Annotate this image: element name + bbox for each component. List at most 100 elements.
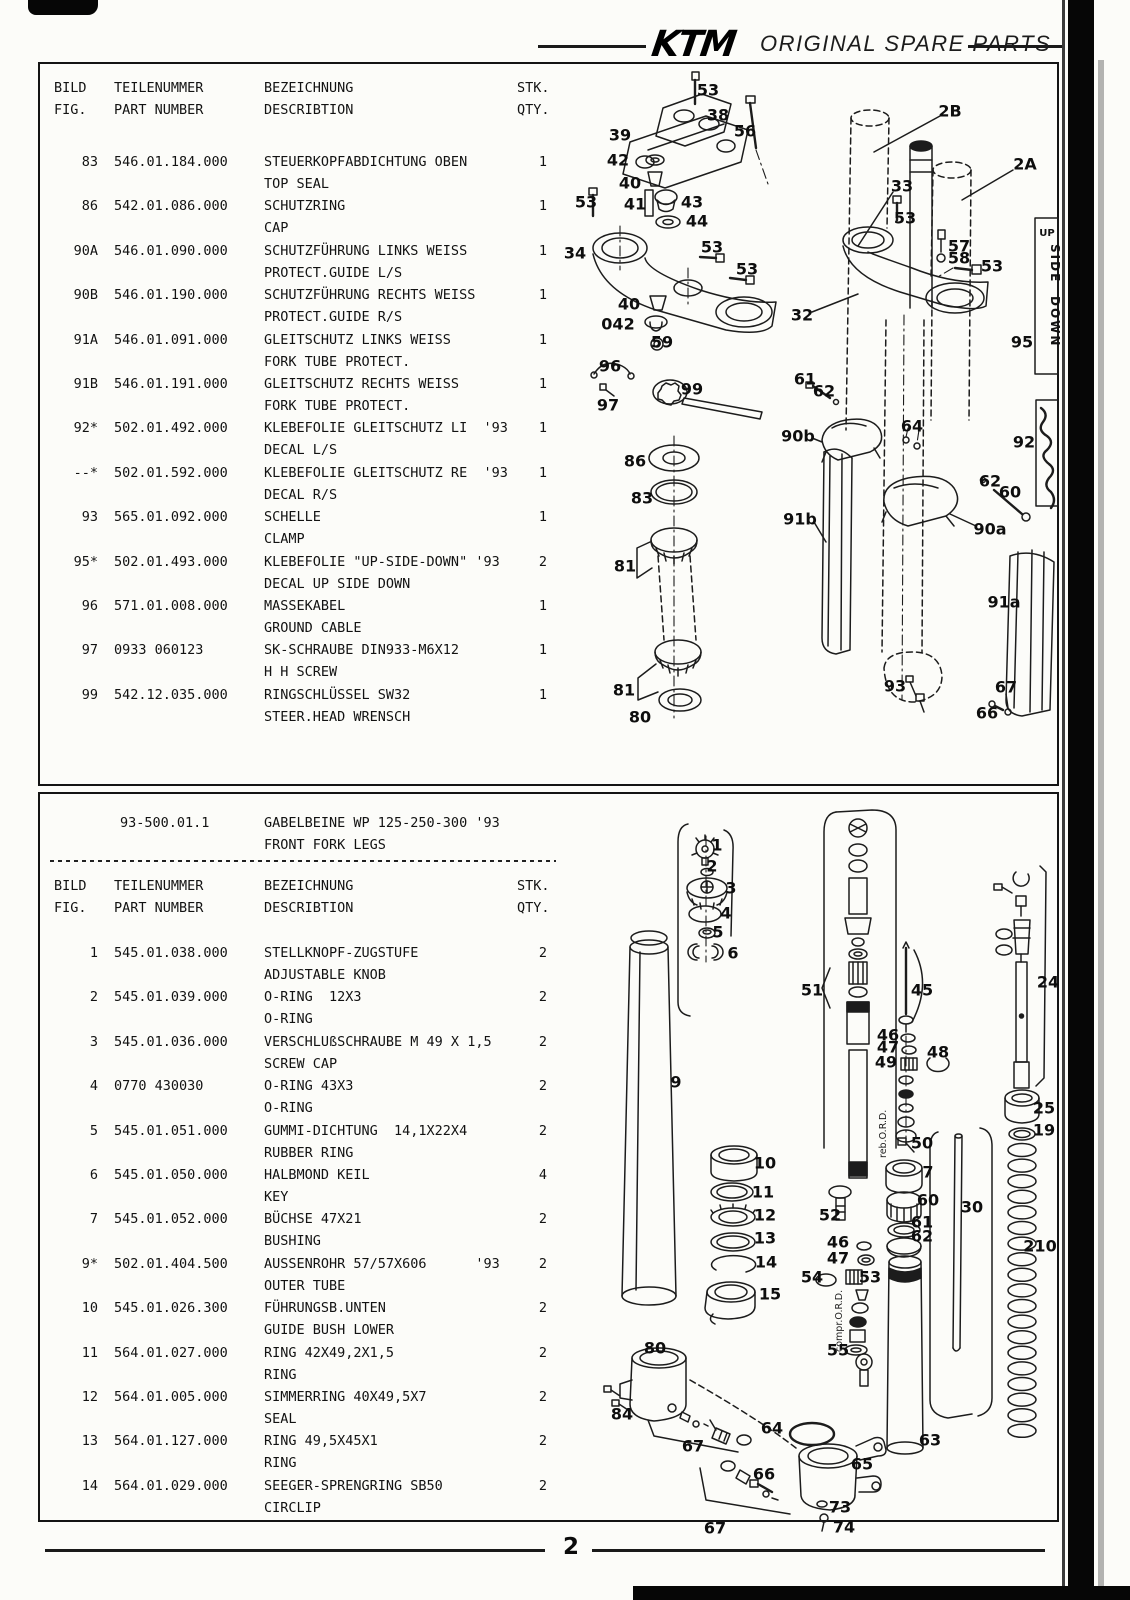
cell-fig: 86	[81, 198, 98, 215]
cell-part: 545.01.036.000	[114, 1033, 228, 1050]
cell-en: DECAL UP SIDE DOWN	[264, 575, 411, 592]
cell-fig: 96	[81, 598, 98, 614]
cell-de: SK-SCHRAUBE DIN933-M6X12	[264, 642, 460, 659]
cell-part: 545.01.039.000	[114, 989, 228, 1006]
cell-qty: 1	[538, 509, 547, 526]
footer-rule-right	[592, 1549, 1045, 1552]
col-fig-de: BILD	[54, 878, 87, 894]
col-part-de: TEILENUMMER	[114, 80, 204, 96]
cell-qty: 1	[538, 464, 547, 481]
cell-part: 564.01.005.000	[114, 1389, 228, 1405]
cell-en: O-RING	[264, 1011, 313, 1028]
cell-fig: 9*	[81, 1255, 98, 1272]
cell-part: 564.01.027.000	[114, 1344, 228, 1361]
cell-fig: 90B	[73, 287, 98, 304]
cell-de: SCHELLE	[264, 509, 321, 526]
cell-en: FORK TUBE PROTECT.	[264, 398, 411, 414]
cell-de: AUSSENROHR 57/57X606 '93	[264, 1255, 500, 1272]
cell-part: 546.01.191.000	[114, 376, 228, 392]
cell-de: KLEBEFOLIE GLEITSCHUTZ LI '93	[264, 420, 508, 437]
cell-de: MASSEKABEL	[264, 598, 346, 614]
col-qty-en: QTY.	[517, 900, 550, 916]
cell-en: GUIDE BUSH LOWER	[264, 1322, 395, 1339]
cell-fig: 1	[89, 945, 98, 961]
cell-qty: 1	[538, 642, 547, 659]
cell-de: O-RING 12X3	[264, 989, 362, 1006]
scan-binding-shadow	[1098, 60, 1104, 1600]
cell-en: ADJUSTABLE KNOB	[264, 967, 386, 983]
assembly-name-de: GABELBEINE WP 125-250-300 '93	[264, 815, 500, 831]
cell-qty: 1	[538, 420, 547, 437]
cell-de: SCHUTZFÜHRUNG RECHTS WEISS	[264, 287, 476, 304]
cell-part: 545.01.026.300	[114, 1300, 228, 1317]
upper-parts-panel: BILD FIG. TEILENUMMER PART NUMBER BEZEIC…	[38, 62, 1059, 786]
page-title: ORIGINAL SPARE PARTS	[760, 31, 1052, 56]
col-qty-de: STK.	[517, 80, 550, 96]
cell-de: STEUERKOPFABDICHTUNG OBEN	[264, 154, 468, 170]
cell-qty: 2	[538, 1255, 547, 1272]
assembly-number: 93-500.01.1	[120, 815, 210, 831]
cell-fig: 10	[81, 1300, 98, 1317]
cell-part: 542.12.035.000	[114, 686, 228, 703]
col-desc-en: DESCRIBTION	[264, 102, 354, 118]
cell-fig: 3	[89, 1033, 98, 1050]
cell-fig: 4	[89, 1078, 98, 1095]
cell-en: SCREW CAP	[264, 1055, 338, 1072]
cell-part: 546.01.091.000	[114, 331, 228, 348]
cell-qty: 2	[538, 1033, 547, 1050]
cell-en: GROUND CABLE	[264, 620, 362, 636]
cell-fig: 91B	[73, 376, 98, 392]
cell-qty: 1	[538, 198, 547, 215]
cell-fig: 93	[81, 509, 98, 526]
cell-fig: 83	[81, 154, 98, 170]
cell-qty: 1	[538, 686, 547, 703]
cell-part: 542.01.086.000	[114, 198, 228, 215]
table-row: 91B 546.01.191.000 GLEITSCHUTZ RECHTS WEIS…	[40, 376, 1057, 420]
cell-en: OUTER TUBE	[264, 1277, 346, 1294]
assembly-name-en: FRONT FORK LEGS	[264, 837, 386, 853]
col-fig-de: BILD	[54, 80, 87, 96]
cell-part: 502.01.492.000	[114, 420, 228, 437]
cell-part: 546.01.090.000	[114, 242, 228, 259]
cell-part: 571.01.008.000	[114, 598, 228, 614]
cell-fig: 97	[81, 642, 98, 659]
cell-qty: 2	[538, 989, 547, 1006]
cell-en: O-RING	[264, 1100, 313, 1117]
footer-rule-left	[45, 1549, 545, 1552]
cell-qty: 2	[538, 1300, 547, 1317]
cell-de: GLEITSCHUTZ LINKS WEISS	[264, 331, 451, 348]
cell-en: TOP SEAL	[264, 176, 330, 192]
lower-parts-panel: 93-500.01.1 GABELBEINE WP 125-250-300 '9…	[38, 792, 1059, 1522]
header-rule-left	[538, 45, 646, 48]
col-qty-en: QTY.	[517, 102, 550, 118]
col-fig-en: FIG.	[54, 900, 87, 916]
cell-de: SEEGER-SPRENGRING SB50	[264, 1477, 443, 1494]
scan-edge-line	[1062, 0, 1065, 1600]
cell-de: BÜCHSE 47X21	[264, 1211, 362, 1228]
cell-qty: 2	[538, 1211, 547, 1228]
cell-en: RING	[264, 1455, 297, 1472]
cell-qty: 2	[538, 945, 547, 961]
cell-qty: 2	[538, 553, 547, 570]
cell-fig: 2	[89, 989, 98, 1006]
cell-en: CAP	[264, 220, 289, 237]
cell-de: GLEITSCHUTZ RECHTS WEISS	[264, 376, 460, 392]
cell-de: RING 49,5X45X1	[264, 1433, 378, 1450]
cell-qty: 4	[538, 1167, 547, 1183]
cell-en: DECAL L/S	[264, 442, 338, 459]
cell-qty: 1	[538, 242, 547, 259]
cell-de: GUMMI-DICHTUNG 14,1X22X4	[264, 1122, 468, 1139]
